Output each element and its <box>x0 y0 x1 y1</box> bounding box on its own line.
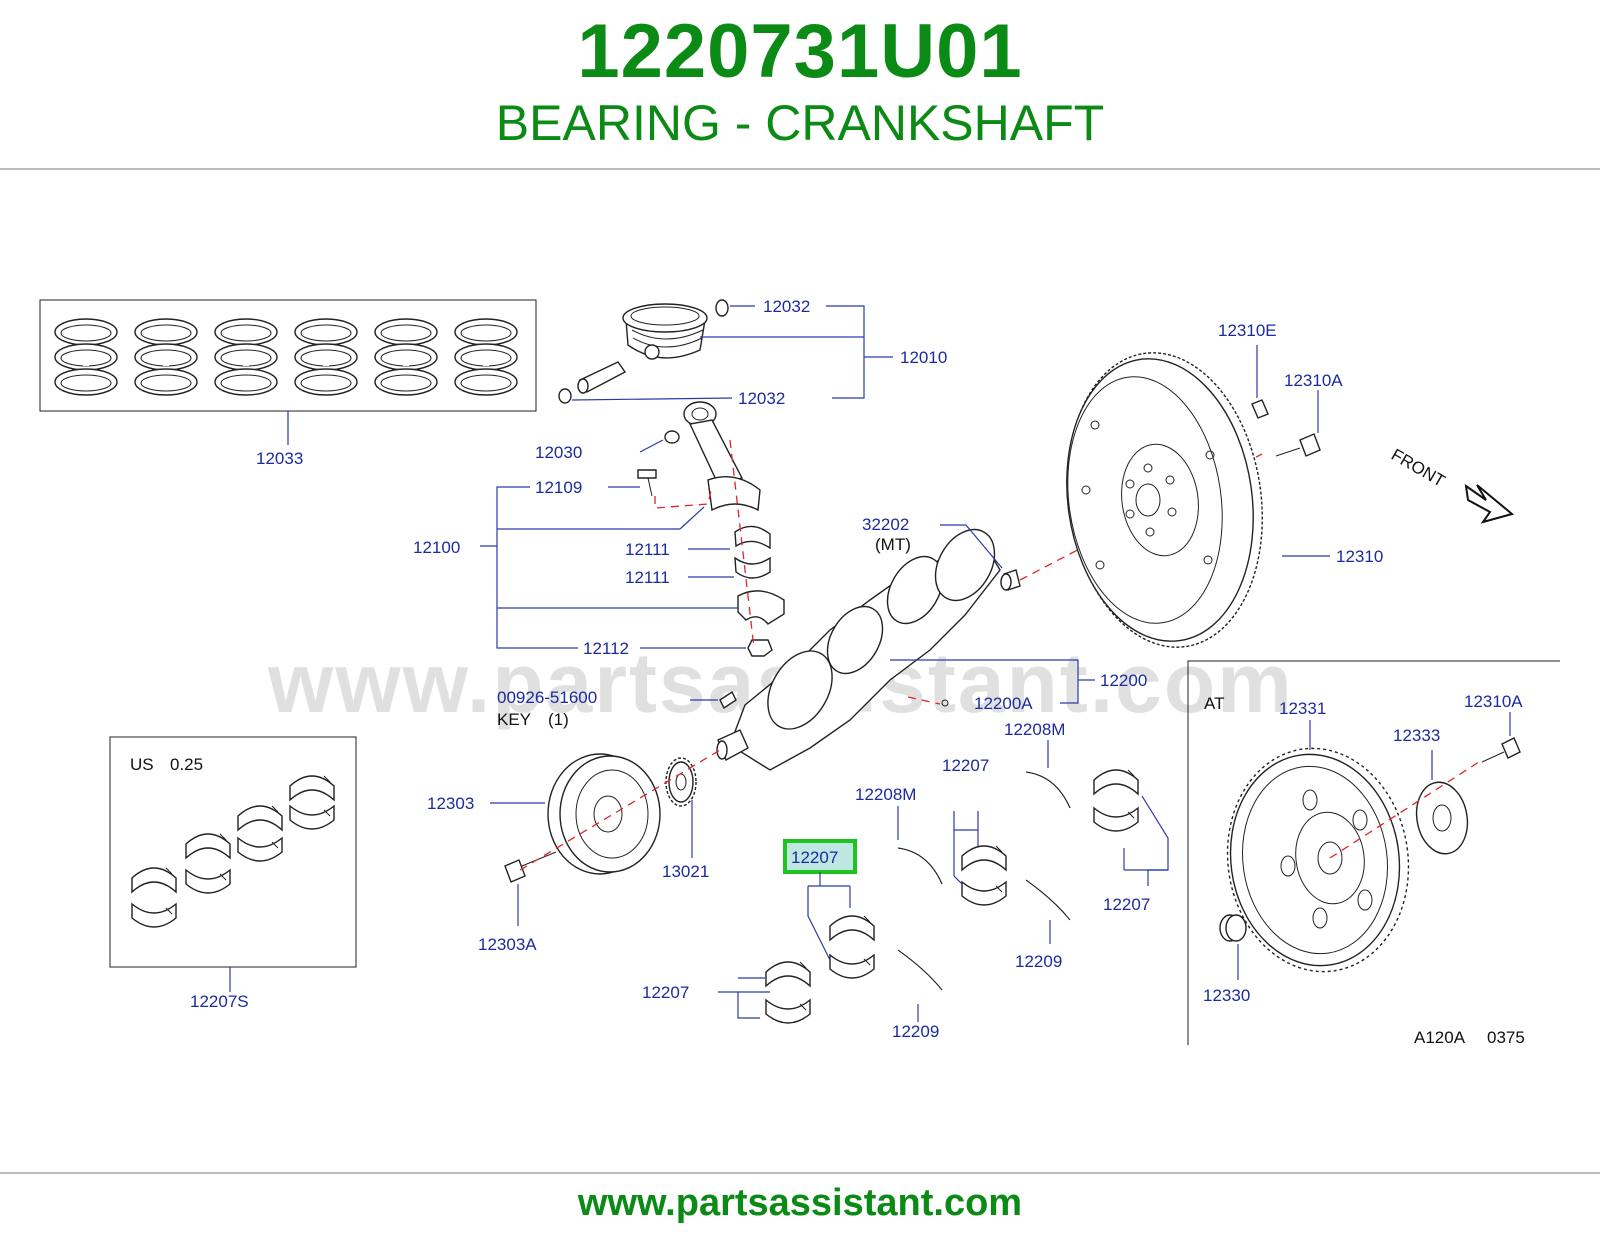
ring-stack <box>54 318 118 396</box>
label-12310A-at[interactable]: 12310A <box>1464 692 1523 711</box>
label-12207-left[interactable]: 12207 <box>642 983 689 1002</box>
bearing-shell <box>131 902 177 928</box>
label-12333[interactable]: 12333 <box>1393 726 1440 745</box>
label-key: KEY <box>497 710 531 729</box>
connecting-rod-illustration[interactable] <box>637 401 785 657</box>
label-12032-top[interactable]: 12032 <box>763 297 810 316</box>
label-12111-a[interactable]: 12111 <box>625 540 670 559</box>
us-bearing-shells <box>131 775 335 928</box>
bearing-shell <box>289 804 335 830</box>
label-key-part[interactable]: 00926-51600 <box>497 688 597 707</box>
label-12209-left[interactable]: 12209 <box>892 1022 939 1041</box>
label-12208M-left[interactable]: 12208M <box>855 785 916 804</box>
bearing-shell <box>131 867 177 894</box>
label-12032-bottom[interactable]: 12032 <box>738 389 785 408</box>
crankshaft-illustration[interactable] <box>716 519 1021 771</box>
label-13021[interactable]: 13021 <box>662 862 709 881</box>
bearing-shell <box>961 845 1007 872</box>
label-front: FRONT <box>1388 445 1448 491</box>
label-us: US <box>130 755 154 774</box>
label-12310[interactable]: 12310 <box>1336 547 1383 566</box>
bearing-shell <box>961 880 1007 906</box>
label-12111-b[interactable]: 12111 <box>625 568 670 587</box>
footer-url-link[interactable]: www.partsassistant.com <box>577 1182 1023 1224</box>
diagram-code-number: 0375 <box>1487 1028 1525 1047</box>
label-12331[interactable]: 12331 <box>1279 699 1326 718</box>
part-number-title: 1220731U01 <box>577 9 1023 94</box>
at-section-border <box>1187 660 1560 1045</box>
label-32202[interactable]: 32202 <box>862 515 909 534</box>
label-12209-right[interactable]: 12209 <box>1015 952 1062 971</box>
bearing-shell <box>185 868 231 894</box>
flywheel-mt-illustration[interactable] <box>1049 340 1321 660</box>
ring-stack <box>294 318 358 396</box>
label-12207-right[interactable]: 12207 <box>1103 895 1150 914</box>
bearing-shell <box>1093 769 1139 796</box>
label-12030[interactable]: 12030 <box>535 443 582 462</box>
ring-stack <box>134 318 198 396</box>
label-12109[interactable]: 12109 <box>535 478 582 497</box>
thrust-washer <box>897 847 943 885</box>
bearing-shell <box>829 915 875 942</box>
label-12112[interactable]: 12112 <box>583 639 629 658</box>
diagram-code: A120A <box>1414 1028 1466 1047</box>
label-12033[interactable]: 12033 <box>256 449 303 468</box>
label-12200[interactable]: 12200 <box>1100 671 1147 690</box>
label-mt: (MT) <box>875 535 911 554</box>
piston-rings-group[interactable] <box>39 299 537 412</box>
bearing-shell <box>765 961 811 988</box>
label-12208M-right[interactable]: 12208M <box>1004 720 1065 739</box>
ring-stack <box>454 318 518 396</box>
main-bearing-shells[interactable] <box>765 769 1139 1024</box>
label-12010[interactable]: 12010 <box>900 348 947 367</box>
bearing-shell <box>185 833 231 860</box>
bearing-shell <box>829 953 875 979</box>
header: 1220731U01 BEARING - CRANKSHAFT <box>0 0 1600 168</box>
thrust-washer <box>897 949 943 991</box>
ring-stack <box>214 318 278 396</box>
crank-pulley-illustration[interactable] <box>504 753 661 883</box>
label-12330[interactable]: 12330 <box>1203 986 1250 1005</box>
label-key-qty: (1) <box>548 710 569 729</box>
front-arrow-icon <box>1464 483 1515 524</box>
label-12100[interactable]: 12100 <box>413 538 460 557</box>
drive-plate-at-illustration[interactable] <box>1213 737 1521 984</box>
ring-stack <box>374 318 438 396</box>
label-12207-mid[interactable]: 12207 <box>942 756 989 775</box>
bearing-shell <box>237 805 283 832</box>
ring-stacks <box>54 318 518 396</box>
bearing-shell <box>765 998 811 1024</box>
label-12207-highlight[interactable]: 12207 <box>791 848 838 867</box>
label-12310E[interactable]: 12310E <box>1218 321 1277 340</box>
part-name-subtitle: BEARING - CRANKSHAFT <box>495 95 1105 151</box>
label-12200A[interactable]: 12200A <box>974 694 1033 713</box>
label-12207S[interactable]: 12207S <box>190 992 249 1011</box>
label-12303[interactable]: 12303 <box>427 794 474 813</box>
top-divider <box>0 168 1600 170</box>
bearing-shell <box>289 775 335 802</box>
bearing-shell <box>1093 806 1139 832</box>
label-12303A[interactable]: 12303A <box>478 935 537 954</box>
crank-sprocket-illustration[interactable] <box>665 757 697 807</box>
us-bearing-box[interactable] <box>109 736 357 968</box>
label-us-value: 0.25 <box>170 755 203 774</box>
label-12310A[interactable]: 12310A <box>1284 371 1343 390</box>
piston-illustration[interactable] <box>558 299 729 404</box>
bottom-divider <box>0 1172 1600 1174</box>
label-at: AT <box>1204 694 1224 713</box>
bearing-shell <box>237 836 283 862</box>
thrust-washer <box>1025 771 1071 809</box>
thrust-washer <box>1025 879 1071 921</box>
